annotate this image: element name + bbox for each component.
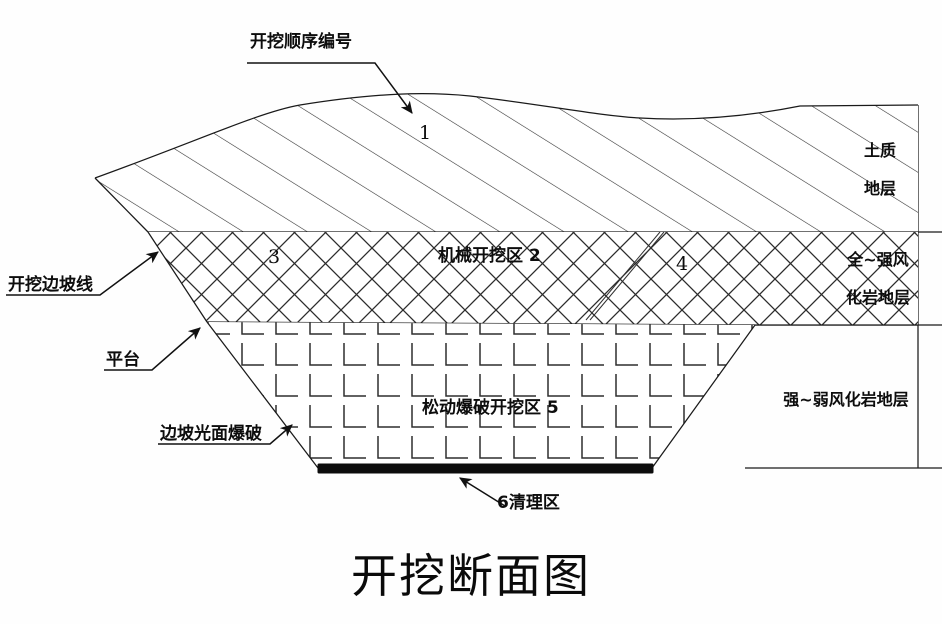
label-stratum-soil-line2: 地层 — [864, 179, 896, 198]
label-smooth-blasting: 边坡光面爆破 — [159, 423, 262, 444]
label-stratum-strong-line1: 全~强风 — [846, 250, 908, 269]
label-zone5: 松动爆破开挖区 5 — [422, 397, 559, 418]
zone-rock-hatching — [148, 232, 918, 325]
callout-leaders — [6, 62, 506, 507]
blast-right-slope-line — [651, 324, 756, 469]
label-platform: 平台 — [106, 349, 140, 370]
diagram-text-labels: 开挖顺序编号 1 机械开挖区 2 3 4 松动爆破开挖区 5 6清理区 开挖边坡… — [8, 31, 910, 513]
figure-title: 开挖断面图 — [351, 549, 591, 603]
label-zone2: 机械开挖区 2 — [438, 245, 541, 266]
zone4-boundary-guide — [585, 231, 661, 321]
zone6-clearing-bar — [317, 463, 654, 474]
bench-left-slope-line — [147, 231, 208, 323]
label-excavation-order: 开挖顺序编号 — [250, 31, 352, 52]
label-stratum-strong-line2: 化岩地层 — [846, 288, 910, 307]
leader-slope-line — [6, 251, 159, 296]
label-stratum-weak: 强~弱风化岩地层 — [783, 390, 908, 409]
zone-soil-excavation — [94, 93, 919, 233]
label-zone1-number: 1 — [419, 122, 431, 144]
leader-clearing-zone — [459, 477, 506, 507]
label-excavation-slope-line: 开挖边坡线 — [8, 274, 93, 295]
upper-left-slope-line — [94, 177, 149, 233]
ground-surface-line — [94, 93, 919, 179]
leader-smooth-blasting — [158, 424, 293, 445]
blast-left-slope-line — [206, 321, 319, 469]
leader-excavation-order — [247, 62, 413, 114]
label-zone4-number: 4 — [676, 253, 688, 275]
label-zone6: 6清理区 — [497, 492, 560, 513]
zone-weathered-rock-excavation — [147, 231, 918, 326]
label-stratum-soil-line1: 土质 — [864, 141, 896, 160]
label-zone3-number: 3 — [268, 246, 280, 268]
zone4-boundary-guide-2 — [589, 231, 665, 321]
leader-platform — [104, 327, 201, 371]
